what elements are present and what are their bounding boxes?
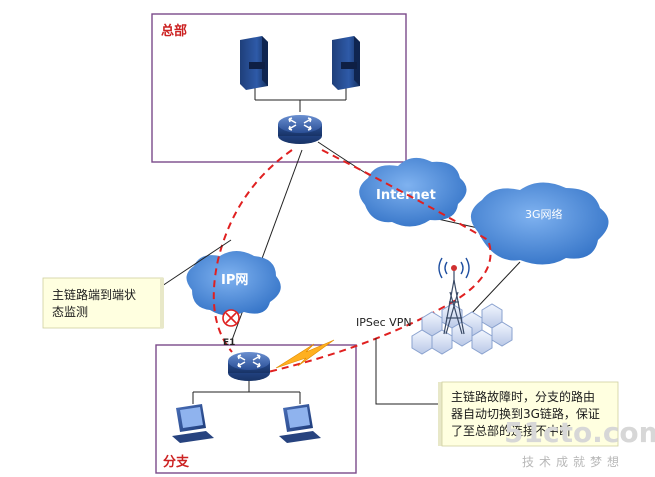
watermark-sub: 技术成就梦想 xyxy=(522,454,624,469)
branch-lan-lines xyxy=(192,381,301,404)
internet-cloud: Internet xyxy=(359,157,467,227)
status-monitor-callout: 主链路端到端状 态监测 xyxy=(42,239,232,329)
ip-network-cloud: IP网 xyxy=(186,251,281,316)
callout-right-line3: 了至总部的连接不中断 xyxy=(451,423,571,438)
cellular-tower-icon xyxy=(411,257,513,355)
hq-lan-lines xyxy=(254,88,347,112)
server-icon xyxy=(332,36,360,90)
3g-network-label: 3G网络 xyxy=(525,207,563,221)
hq-label: 总部 xyxy=(161,23,187,39)
callout-left-line1: 主链路端到端状 xyxy=(52,287,136,302)
lightning-icon xyxy=(275,339,335,369)
watermark: 51cto.com 技术成就梦想 xyxy=(504,416,655,469)
ipsec-vpn-label: IPSec VPN xyxy=(356,316,412,329)
callout-right-line1: 主链路故障时，分支的路由 xyxy=(451,389,595,404)
callout-right-line2: 器自动切换到3G链路，保证 xyxy=(451,406,600,421)
failover-callout: 主链路故障时，分支的路由 器自动切换到3G链路，保证 了至总部的连接不中断 xyxy=(375,338,619,447)
branch-label: 分支 xyxy=(163,454,190,470)
hq-region: 总部 xyxy=(151,13,407,163)
server-icon xyxy=(240,36,268,90)
pc-icon xyxy=(172,404,214,443)
pc-icon xyxy=(279,404,321,443)
3g-network-cloud: 3G网络 xyxy=(470,182,609,265)
e1-port-label: E1 xyxy=(223,338,235,348)
ip-network-label: IP网 xyxy=(221,273,248,288)
branch-router-icon xyxy=(228,352,270,381)
vpn-tunnel-paths xyxy=(212,149,492,373)
branch-region: 分支 xyxy=(155,344,357,474)
callout-left-line2: 态监测 xyxy=(52,305,88,319)
hq-router-icon xyxy=(278,115,322,144)
internet-label: Internet xyxy=(376,188,436,203)
link-failure-icon xyxy=(222,309,240,327)
watermark-main: 51cto.com xyxy=(504,416,655,449)
